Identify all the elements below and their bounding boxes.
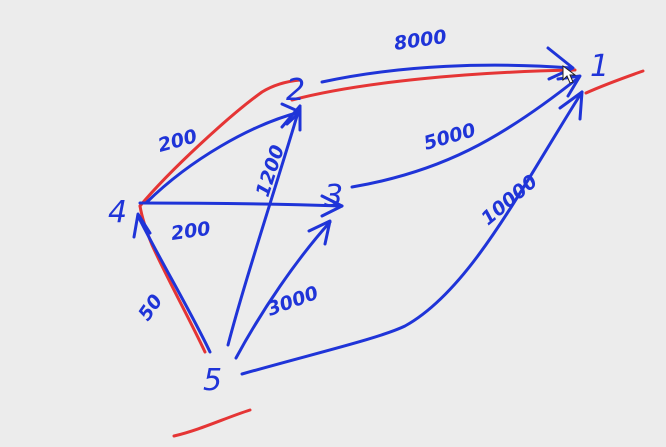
node-3-label: 3: [324, 179, 343, 214]
arrowhead-5-1: [558, 90, 584, 121]
node-1-label: 1: [590, 49, 609, 84]
node-labels: 4 2 3 5 1: [108, 49, 609, 398]
node-2-label: 2: [286, 73, 305, 108]
edge-2-1: [320, 63, 574, 84]
edge-5-2: [226, 104, 302, 347]
shortest-path-highlight: [138, 68, 645, 438]
red-path-tail-bottom: [172, 408, 252, 438]
arrowhead-5-4: [132, 212, 152, 239]
edge-4-2: [145, 110, 302, 204]
arrowhead-5-3: [307, 219, 332, 246]
node-4-label: 4: [108, 195, 127, 230]
arrowhead-5-2: [280, 104, 302, 132]
red-path-tail-right: [584, 69, 645, 95]
arrowhead-2-1: [546, 46, 575, 81]
red-path-2-1: [290, 68, 577, 102]
edge-5-3: [234, 220, 332, 360]
edge-5-4: [136, 214, 212, 354]
mouse-cursor-icon: [562, 65, 577, 84]
edge-4-3: [138, 201, 344, 208]
edge-5-1: [240, 90, 584, 376]
red-path-4-2: [138, 78, 302, 208]
weight-4-3: 200: [170, 218, 212, 245]
arrowhead-4-3: [320, 194, 344, 218]
node-5-label: 5: [203, 363, 222, 398]
blue-edges: [132, 46, 584, 376]
edge-3-1: [350, 76, 580, 189]
